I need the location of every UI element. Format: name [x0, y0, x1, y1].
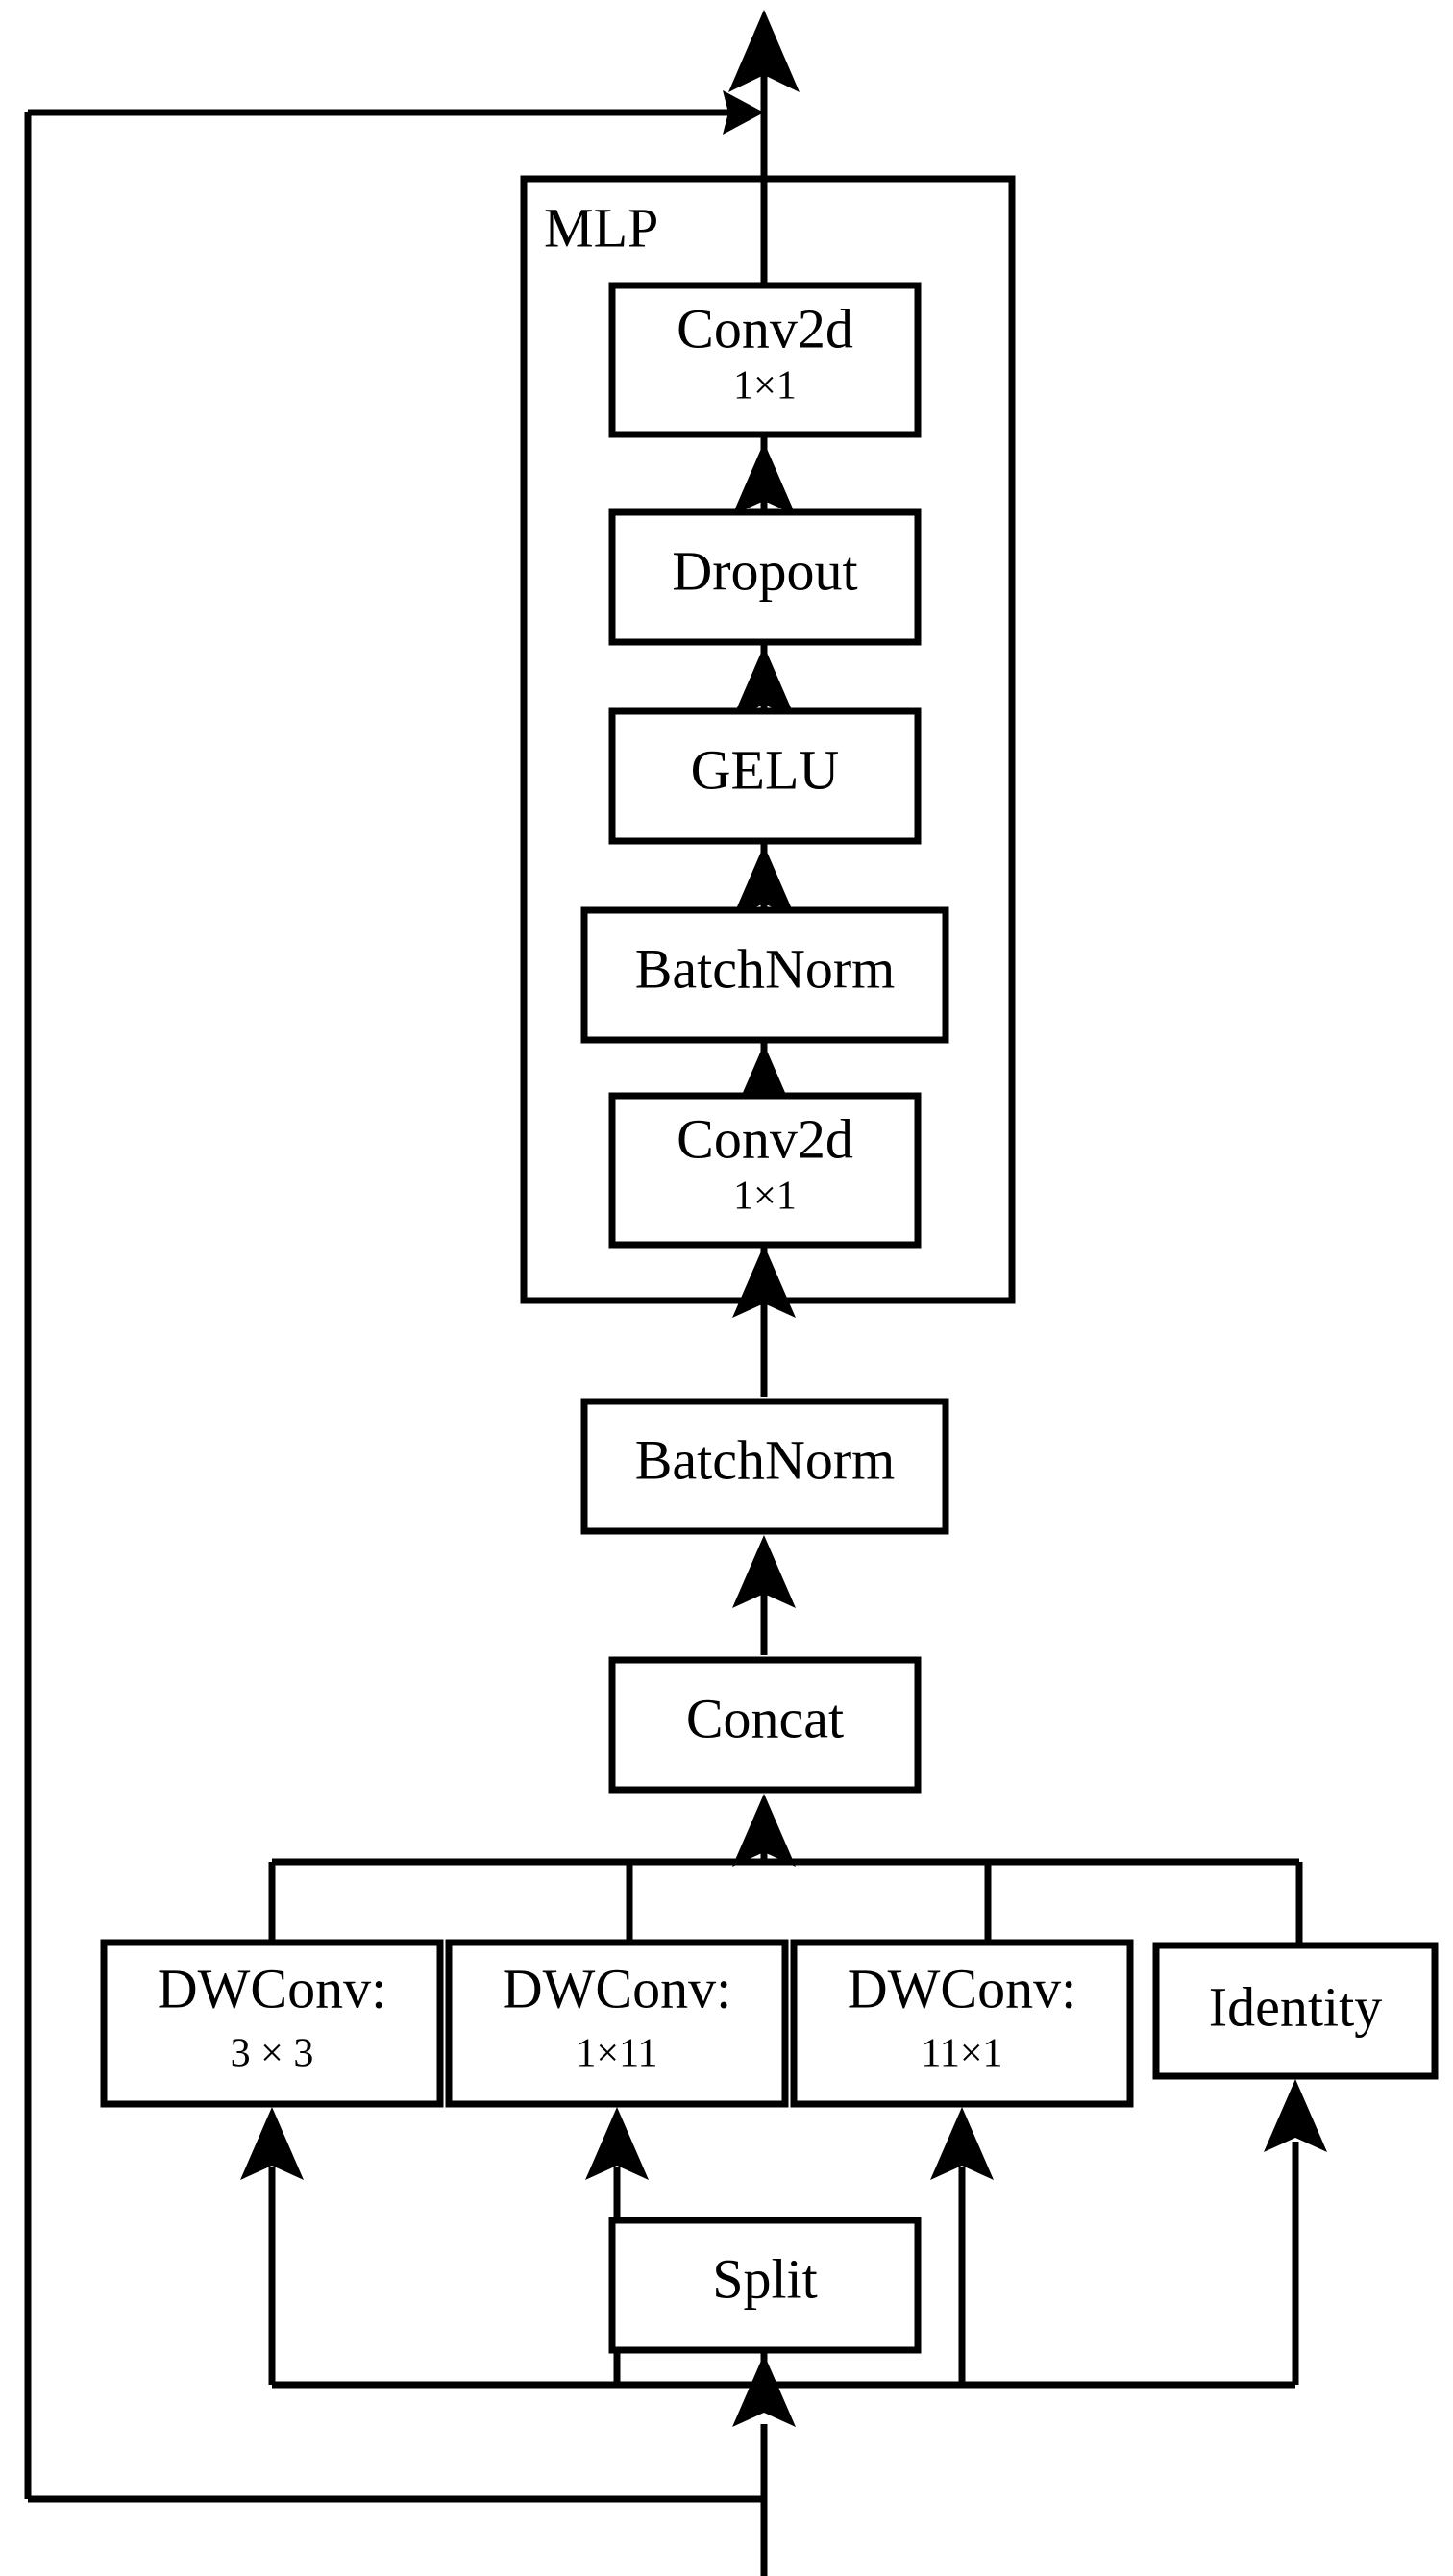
node-identity-label: Identity	[1209, 1975, 1382, 2038]
node-batchnorm-label: BatchNorm	[635, 1428, 896, 1491]
node-dwconv-3x3-sublabel: 3 × 3	[231, 2032, 314, 2076]
node-split-label: Split	[712, 2247, 818, 2310]
edge-dropout-to-mlp-conv-out	[732, 442, 796, 515]
node-identity[interactable]	[1152, 1942, 1439, 2080]
node-mlp-conv-in[interactable]	[608, 1092, 922, 1249]
edge-arrowhead	[732, 1245, 796, 1318]
edge-arrowhead	[732, 646, 796, 719]
edge-mlp-batchnorm-to-gelu	[732, 845, 796, 918]
input-trunk	[732, 2354, 796, 2576]
node-mlp-conv-out-sublabel: 1×1	[733, 364, 797, 409]
node-mlp-conv-in-label: Conv2d	[677, 1107, 853, 1170]
node-dwconv-1x11-label: DWConv:	[503, 1957, 731, 2019]
node-batchnorm[interactable]	[580, 1398, 949, 1535]
input-arrowhead	[732, 2354, 796, 2427]
split-arrowhead-dwconv-1x11	[585, 2107, 649, 2180]
edge-arrowhead	[732, 1535, 796, 1608]
node-dwconv-3x3[interactable]	[100, 1939, 444, 2108]
node-dropout-label: Dropout	[672, 539, 857, 602]
output-arrowhead	[728, 10, 800, 92]
node-dwconv-1x11[interactable]	[445, 1939, 789, 2108]
mlp-group-label: MLP	[544, 196, 658, 259]
node-split[interactable]	[608, 2217, 922, 2354]
node-dwconv-1x11-sublabel: 1×11	[576, 2032, 657, 2076]
node-dropout[interactable]	[608, 508, 922, 646]
node-concat-label: Concat	[686, 1687, 844, 1749]
node-mlp-batchnorm[interactable]	[580, 906, 949, 1044]
edge-arrowhead	[732, 845, 796, 918]
split-arrowhead-dwconv-3x3	[240, 2107, 304, 2180]
node-dwconv-11x1[interactable]	[790, 1939, 1134, 2108]
residual-skip-connection	[24, 90, 764, 2503]
node-mlp-batchnorm-label: BatchNorm	[635, 937, 896, 1000]
node-dwconv-11x1-label: DWConv:	[848, 1957, 1076, 2019]
edge-gelu-to-dropout	[732, 646, 796, 719]
concat-fanin-bus	[268, 1794, 1303, 1944]
node-dwconv-11x1-sublabel: 11×1	[921, 2032, 1002, 2076]
node-mlp-conv-out[interactable]	[608, 282, 922, 438]
node-dwconv-3x3-label: DWConv:	[158, 1957, 386, 2019]
split-arrowhead-dwconv-11x1	[930, 2107, 994, 2180]
node-gelu-label: GELU	[691, 738, 840, 801]
edge-batchnorm-to-mlp	[732, 1245, 796, 1397]
edge-concat-to-batchnorm	[732, 1535, 796, 1655]
split-arrowhead-identity	[1264, 2079, 1327, 2152]
node-gelu[interactable]	[608, 707, 922, 845]
edge-arrowhead	[732, 442, 796, 515]
residual-merge-arrowhead	[723, 90, 764, 135]
concat-bus-arrowhead	[732, 1794, 796, 1867]
node-mlp-conv-in-sublabel: 1×1	[733, 1175, 797, 1219]
node-concat[interactable]	[608, 1656, 922, 1794]
node-mlp-conv-out-label: Conv2d	[677, 297, 853, 359]
